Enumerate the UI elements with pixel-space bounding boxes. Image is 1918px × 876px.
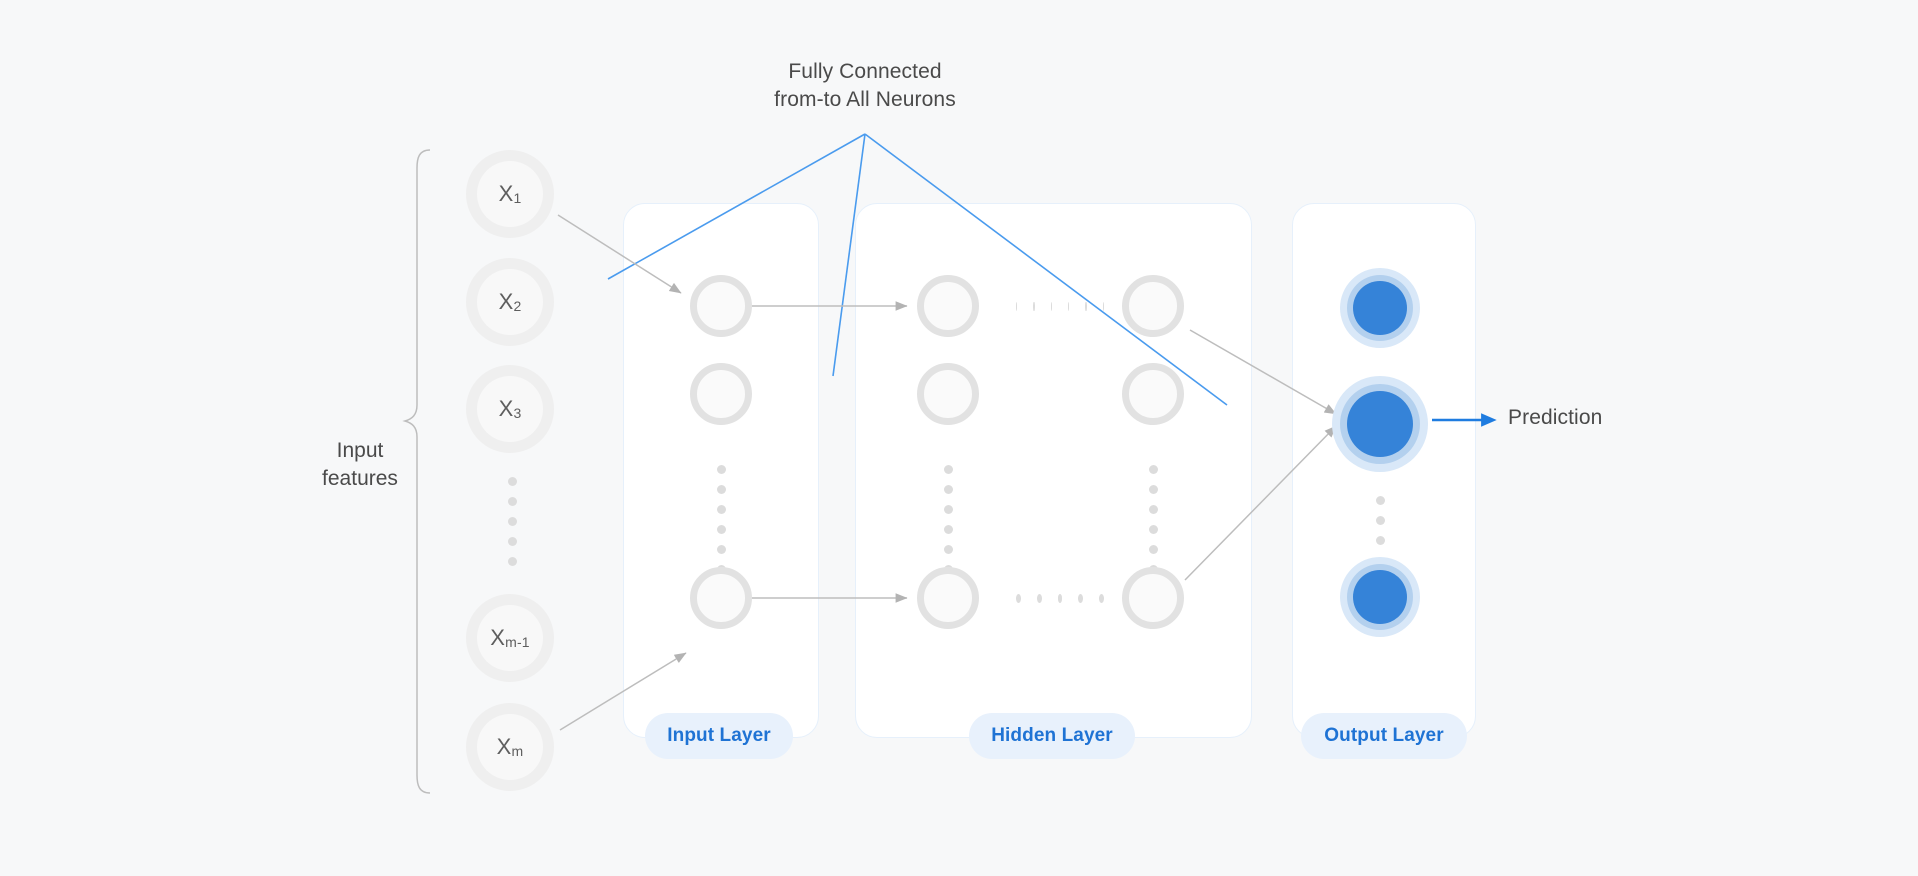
dot (1078, 593, 1084, 603)
hidden-layer-c1-neuron-1[interactable] (917, 275, 979, 337)
output-layer-neuron-2[interactable] (1332, 376, 1428, 472)
hidden-layer-c2-neuron-2[interactable] (1122, 363, 1184, 425)
diagram-title-line-1: Fully Connected (788, 60, 942, 83)
dot (1375, 515, 1385, 525)
hidden-layer-c2-neuron-3[interactable] (1122, 567, 1184, 629)
dot (716, 544, 726, 554)
input-features-label-line-2: features (322, 467, 398, 490)
hidden-layer-c1-ellipsis (943, 455, 953, 583)
input-features-label-line-1: Input (336, 439, 384, 462)
output-layer-neuron-1-ring (1347, 275, 1413, 341)
dot (1148, 524, 1158, 534)
dot (507, 516, 517, 526)
prediction-label: Prediction (1508, 406, 1603, 429)
dot (1050, 301, 1052, 311)
feature-nodes-ellipsis (507, 468, 517, 574)
dot (1057, 593, 1063, 603)
hidden-layer-row-1-ellipsis (1008, 301, 1112, 311)
dot (1036, 593, 1042, 603)
dot (1085, 301, 1087, 311)
dot (507, 476, 517, 486)
dot (1148, 504, 1158, 514)
dot (507, 536, 517, 546)
output-layer-neuron-2-ring (1340, 384, 1420, 464)
input-layer-neuron-2[interactable] (690, 363, 752, 425)
dot (1148, 544, 1158, 554)
dot (943, 484, 953, 494)
dot (1375, 495, 1385, 505)
dot (1033, 301, 1035, 311)
dot (1102, 301, 1104, 311)
output-layer-neuron-3-core (1353, 570, 1407, 624)
hidden-layer-c1-neuron-2[interactable] (917, 363, 979, 425)
badge-output-layer[interactable]: Output Layer (1301, 713, 1467, 759)
input-layer-neuron-3[interactable] (690, 567, 752, 629)
dot (1068, 301, 1070, 311)
dot (1016, 301, 1018, 311)
dot (507, 556, 517, 566)
dot (507, 496, 517, 506)
hidden-layer-c2-ellipsis (1148, 455, 1158, 583)
badge-hidden-layer[interactable]: Hidden Layer (969, 713, 1135, 759)
output-layer-neuron-2-core (1347, 391, 1413, 457)
output-layer-neuron-3[interactable] (1340, 557, 1420, 637)
output-layer-neuron-1[interactable] (1340, 268, 1420, 348)
dot (1148, 484, 1158, 494)
hidden-layer-row-3-ellipsis (1008, 593, 1112, 603)
dot (1375, 535, 1385, 545)
dot (716, 524, 726, 534)
input-layer-ellipsis (716, 455, 726, 583)
dot (943, 464, 953, 474)
hidden-layer-panel (855, 203, 1252, 738)
dot (943, 524, 953, 534)
input-features-label: Input features (300, 437, 420, 493)
output-layer-ellipsis (1375, 490, 1385, 550)
dot (1016, 593, 1021, 603)
dot (716, 504, 726, 514)
dot (716, 464, 726, 474)
output-layer-neuron-3-ring (1347, 564, 1413, 630)
dot (716, 484, 726, 494)
diagram-title: Fully Connected from-to All Neurons (745, 58, 985, 114)
output-layer-neuron-1-core (1353, 281, 1407, 335)
diagram-title-line-2: from-to All Neurons (774, 88, 956, 111)
dot (943, 544, 953, 554)
input-layer-neuron-1[interactable] (690, 275, 752, 337)
dot (1099, 593, 1104, 603)
hidden-layer-c2-neuron-1[interactable] (1122, 275, 1184, 337)
dot (943, 504, 953, 514)
dot (1148, 464, 1158, 474)
hidden-layer-c1-neuron-3[interactable] (917, 567, 979, 629)
badge-input-layer[interactable]: Input Layer (645, 713, 793, 759)
